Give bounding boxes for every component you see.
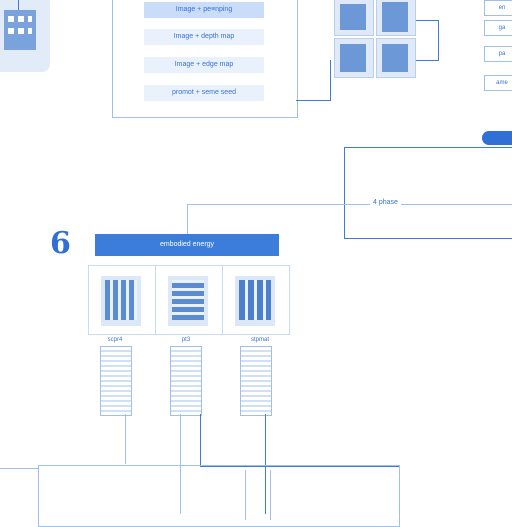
option-depth-map[interactable]: Image + depth map: [144, 29, 264, 45]
option-edge-map[interactable]: Image + edge map: [144, 57, 264, 73]
building-thumbnail-topleft: [0, 0, 50, 72]
connector-line: [270, 470, 271, 520]
loop-connector: [344, 147, 512, 239]
connector-line: [416, 20, 438, 21]
option-prompt-seed[interactable]: promot + seme seed: [144, 85, 264, 101]
connector-line: [180, 414, 181, 514]
accent-marker: [482, 131, 512, 145]
building-label: stpmat: [250, 337, 269, 343]
connector-label: 4 phase: [370, 199, 401, 206]
connector-line: [187, 204, 188, 234]
building-label: scpr4: [107, 337, 123, 343]
connector-line: [265, 414, 266, 514]
connector-line: [0, 468, 38, 469]
facade-elevation: [170, 346, 202, 416]
side-tag: ame: [484, 75, 512, 91]
step-number: 6: [50, 226, 71, 261]
building-card: [222, 265, 290, 335]
facade-elevation: [100, 346, 132, 416]
building-card: [155, 265, 223, 335]
generated-images-grid: [334, 0, 416, 78]
connector-line: [245, 470, 246, 520]
connector-line: [200, 414, 201, 466]
side-tag: ga: [484, 20, 512, 36]
building-card: [88, 265, 156, 335]
option-image-mapping[interactable]: Image + pe≡nping: [144, 2, 264, 18]
connector-line: [330, 60, 331, 101]
facade-elevation: [240, 346, 272, 416]
connector-line: [438, 20, 439, 61]
connector-line: [416, 60, 438, 61]
side-tag: en: [484, 0, 512, 16]
connector-line: [200, 466, 400, 467]
lower-panel: [38, 465, 400, 527]
building-label: pt3: [181, 337, 191, 343]
process-bar[interactable]: embodied energy: [95, 234, 279, 256]
connector-line: [187, 204, 512, 205]
connector-line: [296, 100, 330, 101]
connector-line: [125, 414, 126, 464]
side-tag: pa: [484, 46, 512, 62]
